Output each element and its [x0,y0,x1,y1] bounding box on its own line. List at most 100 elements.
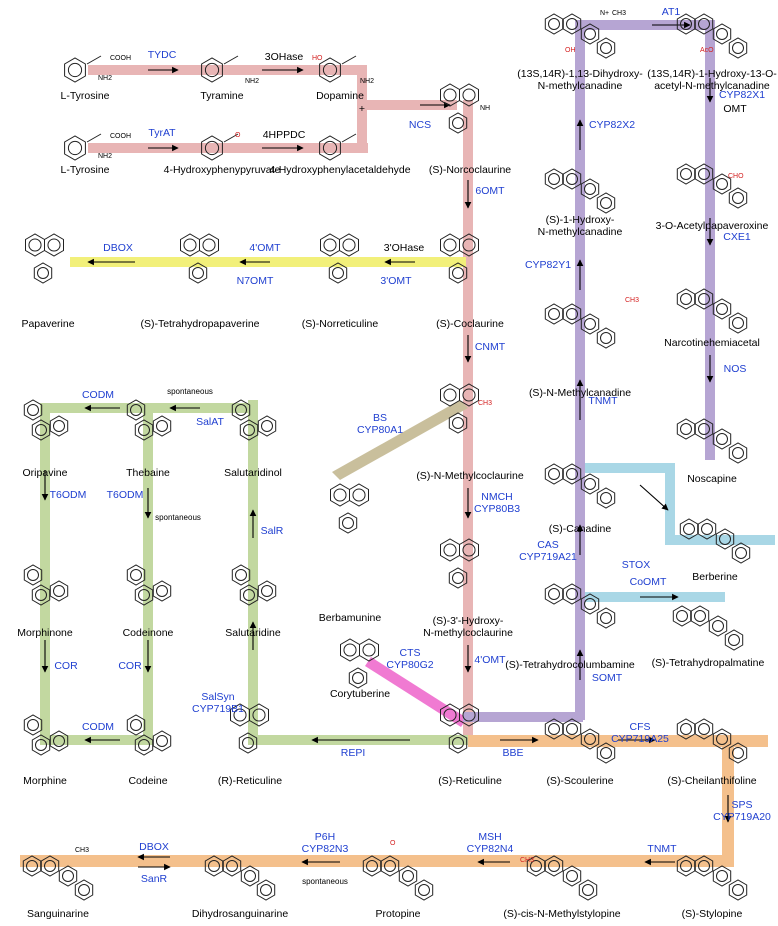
sanguinarine-c-aromatic [62,870,74,882]
band-green-left [40,403,50,738]
dopamine-sidechain [341,55,357,65]
cofactor-4hppdc: 4HPPDC [263,129,306,141]
label-salutaridine: Salutaridine [225,627,281,639]
stylopine-d-ring [728,879,748,901]
dihydroxy-nmcan-a-aromatic [548,18,560,30]
morphinone-b-ring [31,584,51,606]
tetrahydrocolumbamine-d-aromatic [600,612,612,624]
enzyme-tnmt-2: TNMT [647,843,677,855]
coclaurine-b-ring [459,233,479,257]
acetylpapaveroxine-a-ring [676,163,696,185]
label-dihydrosanguinarine: Dihydrosanguinarine [192,908,288,920]
atom-nh2-2: NH2 [98,153,112,160]
stylopine-d-aromatic [732,884,744,896]
cis-n-methylstylopine-d-aromatic [582,884,594,896]
tyramine-aromatic [204,62,220,78]
enzyme-dbox-2: DBOX [139,841,169,853]
dihydrosanguinarine-b-ring [222,855,242,877]
berberine-b-aromatic [701,523,713,535]
tetrahydropalmatine-a-aromatic [676,610,688,622]
hydroxy-nmcan-b-ring [562,168,582,190]
cis-n-methylstylopine-b-ring [544,855,564,877]
codeine-b-aromatic [138,739,150,751]
hpacetaldehyde-ring [319,135,341,161]
thebaine-c-ring [152,415,172,437]
label-noscapine: Noscapine [687,473,737,485]
dihydrosanguinarine-c-ring [240,865,260,887]
protopine-b-ring [380,855,400,877]
hydroxy-nmcan-b-aromatic [566,173,578,185]
berbamunine-b-aromatic [352,488,366,502]
norcoclaurine-c-ring [448,112,468,134]
salutaridinol-c-aromatic [261,420,273,432]
enzyme-ncs: NCS [409,119,431,131]
canadine-c-aromatic [584,478,596,490]
codeine-c-aromatic [156,735,168,747]
tetrahydropapaverine-c-aromatic [192,267,204,279]
n-methylcoclaurine-a-aromatic [443,388,457,402]
protopine-d-ring [414,879,434,901]
enzyme-cas: CAS [537,539,559,551]
tetrahydropalmatine-c-aromatic [712,620,724,632]
norcoclaurine-c-aromatic [452,117,464,129]
berberine-c-ring [715,528,735,550]
label-stylopine: (S)-Stylopine [682,908,743,920]
thebaine-b-ring [134,419,154,441]
noscapine-b-aromatic [698,423,710,435]
atom-cho: CHO [728,173,744,180]
codeinone-c-ring [152,580,172,602]
atom-np-dihydroxy: N+ [600,10,609,17]
protopine-c-aromatic [402,870,414,882]
coclaurine-a-aromatic [443,238,457,252]
thebaine-a-aromatic [130,404,142,416]
s-reticuline-c-aromatic [452,737,464,749]
hppyruvate-ring [201,135,223,161]
scoulerine-c-ring [580,728,600,750]
cis-n-methylstylopine-c-aromatic [566,870,578,882]
label-acetyl-2: acetyl-N-methylcanadine [654,80,770,92]
sanguinarine-c-ring [58,865,78,887]
label-berbamunine: Berbamunine [319,612,382,624]
l-tyrosine-2-sidechain [86,133,102,143]
protopine-c-ring [398,865,418,887]
enzyme-p6h: P6H [315,831,335,843]
stylopine-b-ring [694,855,714,877]
band-khaki-berbamunine [332,400,468,480]
n-methylcanadine-a-ring [544,303,564,325]
berbamunine-b-ring [349,483,369,507]
coclaurine-c-ring [448,262,468,284]
hydroxy-nmcan-d-aromatic [600,197,612,209]
hydroxy-nmcan-c-ring [580,178,600,200]
label-morphine: Morphine [23,775,67,787]
label-morphinone: Morphinone [17,627,73,639]
hydroxy-nmc-c-ring [448,567,468,589]
coclaurine-c-aromatic [452,267,464,279]
band-purple-at1 [575,20,715,30]
morphine-c-ring [49,730,69,752]
atom-ch3-sanguinarine: CH3 [75,847,89,854]
dihydroxy-nmcan-b-ring [562,13,582,35]
arrow-stox [639,484,669,511]
cis-n-methylstylopine-c-ring [562,865,582,887]
morphinone-a-ring [23,564,43,586]
n-methylcanadine-a-aromatic [548,308,560,320]
norreticuline-c-ring [328,262,348,284]
tetrahydropalmatine-d-ring [724,629,744,651]
dihydroxy-nmcan-b-aromatic [566,18,578,30]
thebaine-b-aromatic [138,424,150,436]
coclaurine-a-ring [440,233,460,257]
enzyme-cyp719a25: CYP719A25 [611,733,669,745]
band-magenta-corytuberine [365,657,467,727]
hydroxy-nmcan-a-aromatic [548,173,560,185]
enzyme-cyp82x1: CYP82X1 [719,89,765,101]
label-acetylpapaveroxine: 3-O-Acetylpapaveroxine [656,220,769,232]
oripavine-a-aromatic [27,404,39,416]
berberine-d-ring [731,542,751,564]
label-sanguinarine: Sanguinarine [27,908,89,920]
label-cis-n-methylstylopine: (S)-cis-N-Methylstylopine [503,908,620,920]
label-codeine: Codeine [128,775,167,787]
label-hydroxy-nmcan-1: (S)-1-Hydroxy- [546,214,615,226]
tetrahydropapaverine-c-ring [188,262,208,284]
berberine-b-ring [697,518,717,540]
narcotinehemiacetal-a-ring [676,288,696,310]
